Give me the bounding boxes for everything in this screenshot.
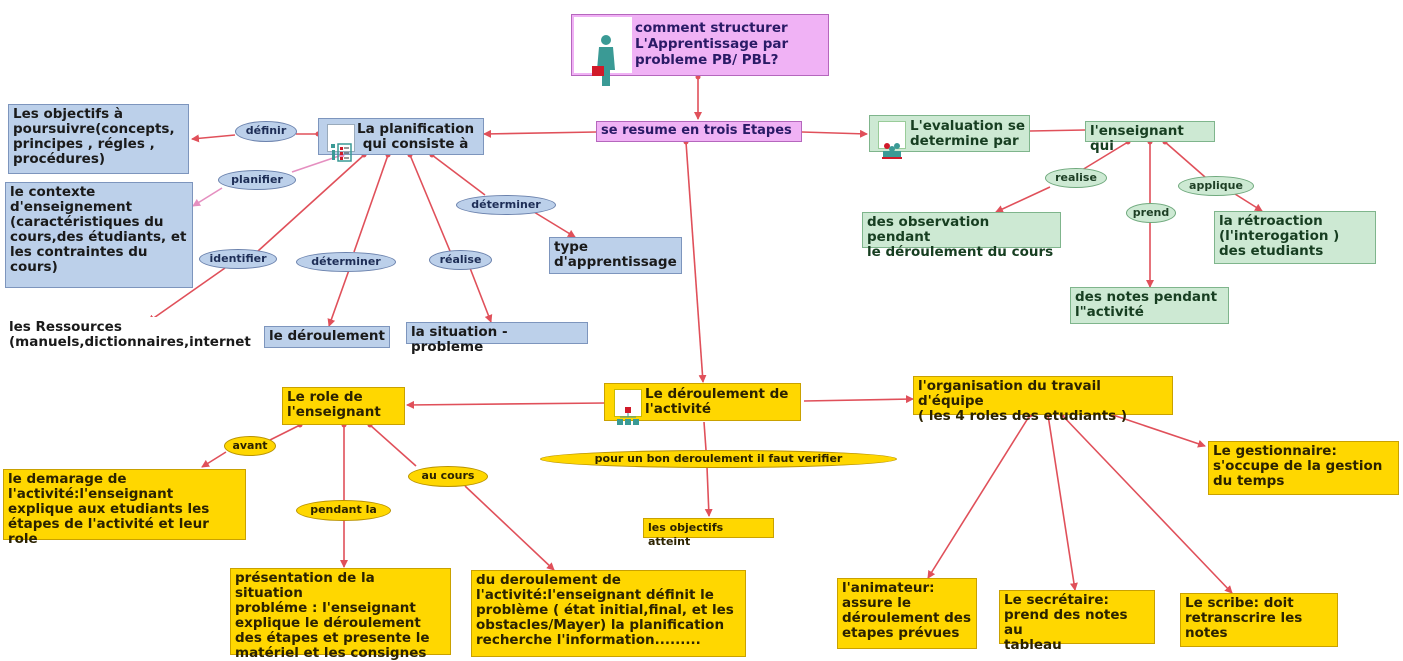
link-teacher-apply: [1164, 141, 1206, 178]
activity-title: Le déroulement de l'activité: [645, 386, 789, 417]
label-plan: planifier: [218, 170, 296, 190]
link-planning-determine1: [353, 154, 389, 253]
during-node[interactable]: du deroulement de l'activité:l'enseignan…: [471, 570, 746, 657]
link-planning-realize: [409, 154, 451, 252]
label-eval-realize: realise: [1045, 168, 1107, 188]
link-steps-activity: [685, 141, 707, 383]
label-in-course: au cours: [408, 466, 488, 487]
link-planning-identify: [257, 154, 365, 252]
root-text: comment structurer L'Apprentissage par p…: [635, 20, 789, 68]
label-check: pour un bon deroulement il faut verifier: [540, 450, 897, 468]
objectives-node[interactable]: Les objectifs à poursuivre(concepts, pri…: [8, 104, 189, 174]
evaluation-node[interactable]: L'evaluation se determine par: [869, 115, 1030, 159]
feedback-node[interactable]: la rétroaction (l'interogation ) des etu…: [1214, 211, 1376, 264]
label-define: définir: [235, 121, 297, 142]
group-icon: [878, 121, 906, 159]
label-determine-1: déterminer: [296, 252, 396, 272]
scribe-node[interactable]: Le scribe: doit retranscrire les notes: [1180, 593, 1338, 647]
link-steps-planning: [483, 129, 597, 138]
start-node[interactable]: le demarage de l'activité:l'enseignant e…: [3, 469, 246, 547]
link-apply-feedback: [1234, 193, 1263, 212]
link-before-start: [201, 451, 227, 468]
label-identify: identifier: [199, 249, 277, 269]
label-eval-take: prend: [1126, 203, 1176, 223]
link-teacher-realize: [1081, 141, 1129, 171]
teacher-icon: [574, 17, 632, 86]
link-realize-observations: [995, 186, 1051, 213]
link-eval-teacher: [1029, 129, 1086, 132]
label-determine-2: déterminer: [456, 195, 556, 215]
presentation-node[interactable]: présentation de la situation probléme : …: [230, 568, 451, 661]
situation-node[interactable]: la situation - probleme: [406, 322, 588, 355]
manager-node[interactable]: Le gestionnaire: s'occupe de la gestion …: [1208, 441, 1399, 495]
link-plan-context: [192, 187, 223, 207]
steps-node[interactable]: se resume en trois Etapes: [596, 121, 802, 142]
root-node[interactable]: comment structurer L'Apprentissage par p…: [571, 14, 829, 86]
link-planning-determine2: [431, 154, 486, 196]
teacher-role-node[interactable]: Le role de l'enseignant: [282, 387, 405, 425]
link-team-secretary: [1047, 414, 1078, 591]
label-realize: réalise: [429, 250, 492, 270]
context-node[interactable]: le contexte d'enseignement (caractéristi…: [5, 182, 193, 288]
planning-icon: [327, 124, 355, 162]
planning-node[interactable]: La planification qui consiste à: [318, 118, 484, 162]
label-before: avant: [224, 436, 276, 456]
link-realize-situation: [469, 267, 493, 323]
link-determine2-learning: [533, 211, 576, 238]
planning-title: La planification qui consiste à: [357, 121, 475, 152]
link-activity-role: [406, 400, 607, 409]
link-steps-evaluation: [801, 129, 868, 138]
link-team-manager: [1112, 414, 1206, 448]
label-eval-apply: applique: [1178, 176, 1254, 196]
link-team-scribe: [1061, 414, 1233, 594]
secretary-node[interactable]: Le secrétaire: prend des notes au tablea…: [999, 590, 1155, 653]
link-role-before: [267, 424, 301, 442]
link-activity-check: [703, 421, 707, 451]
resources-node[interactable]: les Ressources (manuels,dictionnaires,in…: [4, 317, 255, 355]
link-identify-resources: [147, 267, 226, 323]
link-determine1-sequence: [327, 269, 350, 327]
notes-node[interactable]: des notes pendant l"activité: [1070, 287, 1229, 324]
link-incourse-during: [464, 485, 555, 571]
observations-node[interactable]: des observation pendant le déroulement d…: [862, 212, 1061, 260]
link-define-objectives: [191, 134, 236, 143]
link-check-objectives: [704, 466, 713, 517]
evaluation-title: L'evaluation se determine par: [910, 118, 1026, 149]
label-during-the: pendant la: [296, 500, 391, 521]
link-activity-team: [803, 395, 914, 404]
hierarchy-icon: [614, 389, 642, 425]
link-role-incourse: [369, 424, 417, 467]
objectives-met-node[interactable]: les objectifs atteint: [643, 518, 774, 548]
learning-type-node[interactable]: type d'apprentissage: [549, 237, 682, 274]
teamwork-node[interactable]: l'organisation du travail d'équipe ( les…: [913, 376, 1173, 424]
sequence-node[interactable]: le déroulement: [264, 326, 390, 348]
animator-node[interactable]: l'animateur: assure le déroulement des e…: [837, 578, 977, 649]
link-team-animator: [927, 414, 1031, 579]
evaluator-node[interactable]: l'enseignant qui: [1085, 121, 1215, 154]
activity-node[interactable]: Le déroulement de l'activité: [604, 383, 801, 425]
